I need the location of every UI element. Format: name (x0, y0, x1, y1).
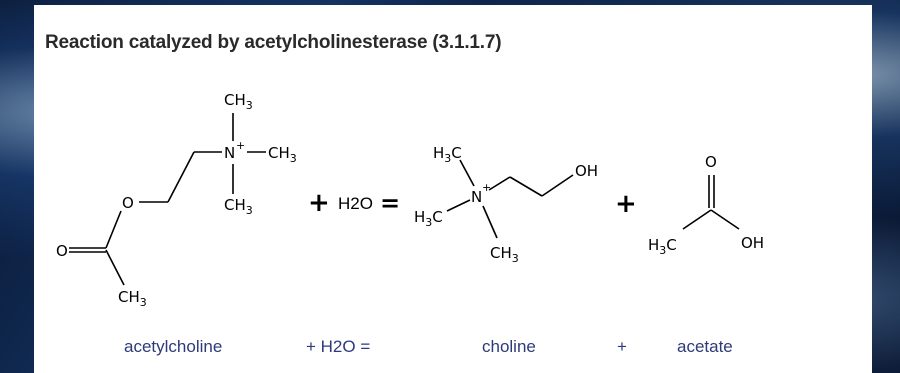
ach-carbonyl-o: O (56, 242, 68, 260)
page-title: Reaction catalyzed by acetylcholinestera… (45, 32, 502, 53)
choline-structure (446, 159, 574, 239)
label-plus-water-equals: + H2O = (306, 337, 371, 356)
ach-ch3-right: CH3 (268, 144, 297, 165)
label-plus: + (617, 337, 627, 356)
choline-n-charge: + (482, 181, 491, 194)
choline-oh: OH (575, 162, 598, 180)
ach-ch3-acetyl: CH3 (118, 288, 147, 309)
ach-ch3-bottom: CH3 (224, 196, 253, 217)
ach-ester-o: O (122, 194, 134, 212)
equation-equals: = (380, 189, 400, 217)
choline-n: N (471, 188, 482, 206)
choline-h3c-left: H3C (414, 208, 443, 229)
ach-ch3-top: CH3 (224, 91, 253, 112)
label-acetate: acetate (677, 337, 733, 356)
acetate-h3c: H3C (648, 236, 677, 257)
acetylcholine-structure (69, 113, 266, 286)
label-choline: choline (482, 337, 536, 356)
choline-ch3-bottom: CH3 (490, 244, 519, 265)
equation-plus-2: + (615, 189, 637, 219)
acetate-structure (682, 175, 740, 230)
equation-water: H2O (338, 194, 373, 213)
choline-h3c-top: H3C (433, 144, 462, 165)
acetate-oh: OH (741, 234, 764, 252)
equation-plus-1: + (308, 188, 330, 218)
content-panel (34, 5, 872, 373)
label-acetylcholine: acetylcholine (124, 337, 223, 356)
ach-n: N (224, 144, 235, 162)
acetate-carbonyl-o: O (705, 153, 717, 171)
ach-n-charge: + (236, 139, 245, 152)
